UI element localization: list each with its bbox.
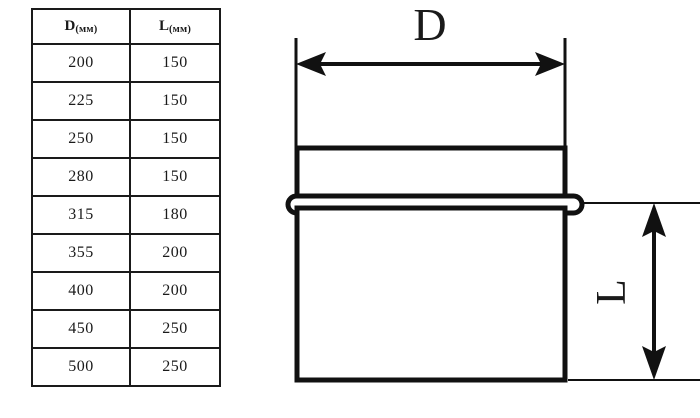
table-row: 280 150	[31, 157, 221, 197]
cell-l: 150	[129, 157, 221, 197]
cell-d: 355	[31, 233, 131, 273]
cell-d: 225	[31, 81, 131, 121]
arrowhead-d-left-icon	[296, 52, 326, 76]
cell-l: 250	[129, 309, 221, 349]
cell-d: 250	[31, 119, 131, 159]
column-header-l-unit: (мм)	[168, 24, 192, 35]
dimension-l-label: L	[589, 279, 635, 305]
specification-table-container: D(мм) L(мм) 200 150 225 150 250 150	[31, 8, 221, 387]
column-header-d: D(мм)	[31, 8, 131, 45]
table-body: 200 150 225 150 250 150 280 150 315 18	[31, 43, 221, 387]
table-row: 500 250	[31, 347, 221, 387]
drawing-canvas: D L	[285, 0, 700, 383]
column-header-d-unit: (мм)	[75, 24, 98, 35]
column-header-l: L(мм)	[129, 8, 221, 45]
column-header-d-symbol: D	[64, 18, 76, 34]
table-row: 450 250	[31, 309, 221, 349]
table-row: 250 150	[31, 119, 221, 159]
cell-l: 150	[129, 119, 221, 159]
socket-collar-body	[294, 145, 568, 199]
specification-table: D(мм) L(мм) 200 150 225 150 250 150	[31, 8, 221, 387]
cell-d: 280	[31, 157, 131, 197]
table-row: 200 150	[31, 43, 221, 83]
cell-d: 200	[31, 43, 131, 83]
pipe-main-body	[294, 205, 568, 383]
table-row: 315 180	[31, 195, 221, 235]
cell-l: 200	[129, 233, 221, 273]
arrowhead-l-top-icon	[642, 203, 666, 237]
cell-d: 400	[31, 271, 131, 311]
table-row: 355 200	[31, 233, 221, 273]
table-row: 400 200	[31, 271, 221, 311]
arrowhead-l-bottom-icon	[642, 346, 666, 380]
arrowhead-d-right-icon	[535, 52, 565, 76]
pipe-fitting-drawing: D L	[250, 0, 700, 418]
table-header-row: D(мм) L(мм)	[31, 8, 221, 45]
cell-l: 180	[129, 195, 221, 235]
dimension-d-label: D	[413, 0, 446, 50]
column-header-l-symbol: L	[158, 18, 169, 34]
cell-l: 150	[129, 81, 221, 121]
table-row: 225 150	[31, 81, 221, 121]
cell-l: 200	[129, 271, 221, 311]
cell-d: 450	[31, 309, 131, 349]
cell-l: 150	[129, 43, 221, 83]
cell-d: 315	[31, 195, 131, 235]
cell-d: 500	[31, 347, 131, 387]
cell-l: 250	[129, 347, 221, 387]
